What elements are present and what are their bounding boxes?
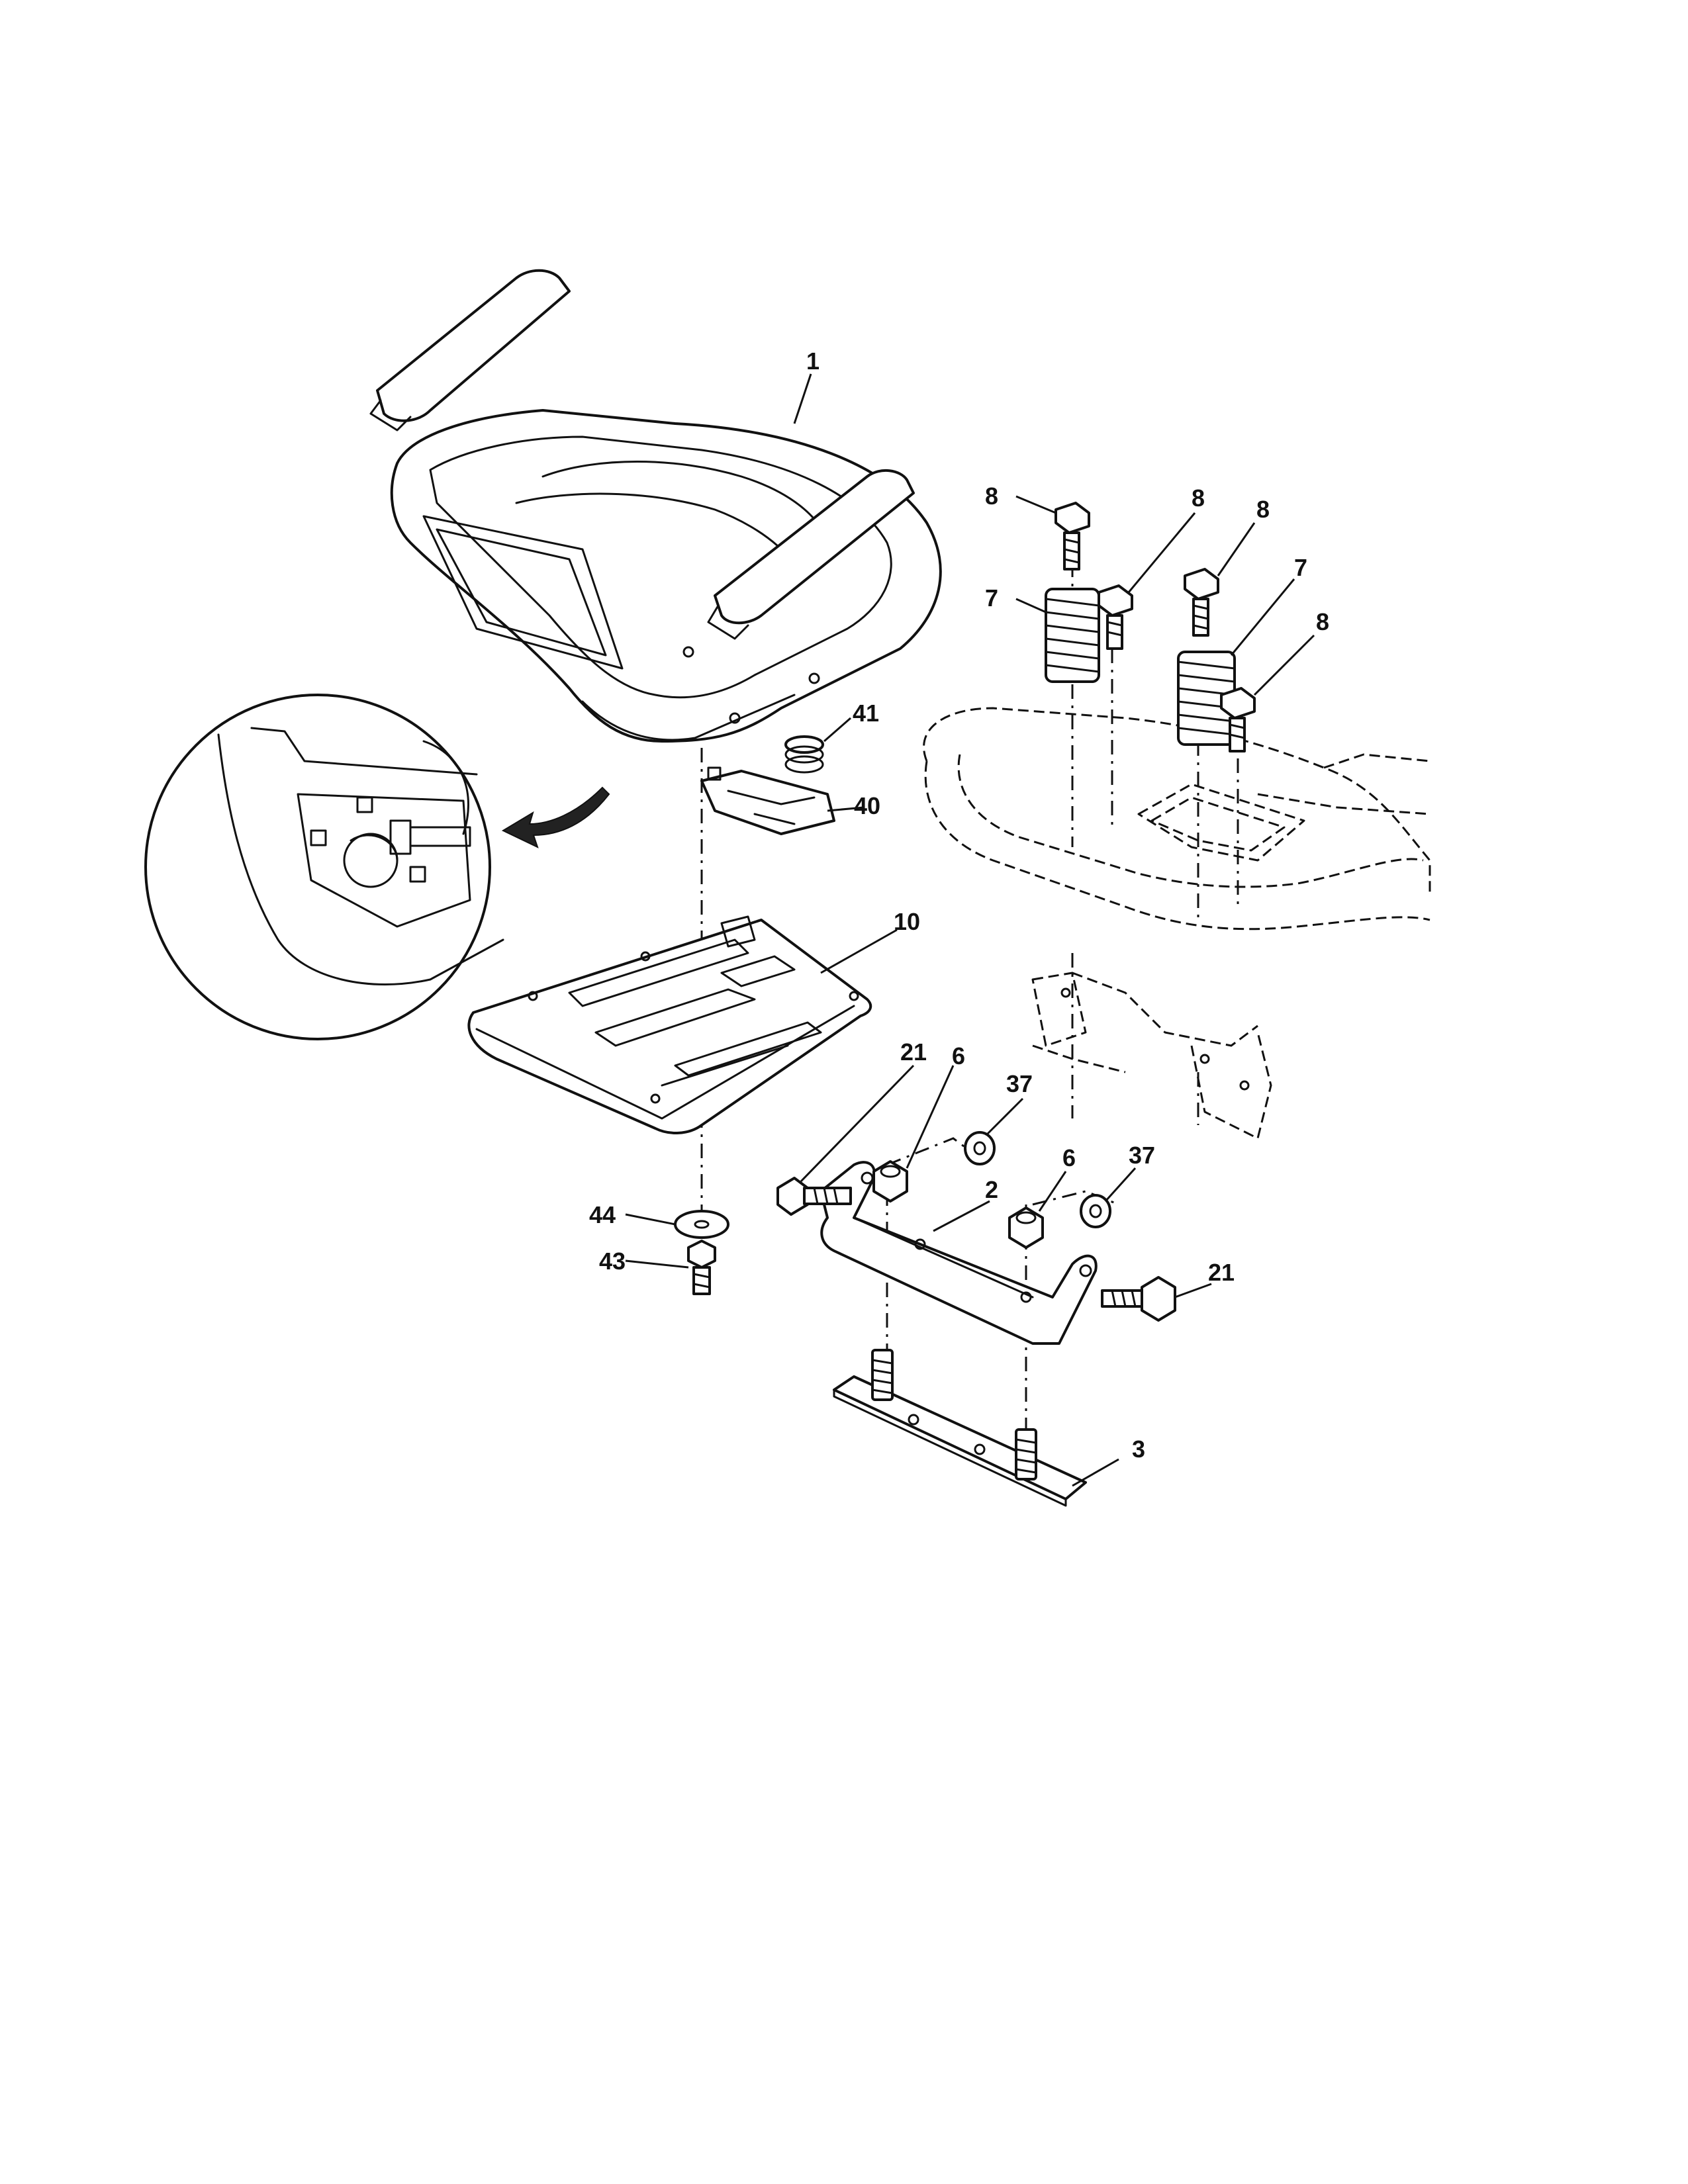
seat (369, 269, 942, 743)
plate-3 (833, 1349, 1087, 1507)
spring-7a (1045, 588, 1100, 683)
callout-3: 3 (1132, 1435, 1145, 1463)
bolt-21b (1101, 1276, 1176, 1322)
bolt-8d (1220, 687, 1256, 752)
callout-6a: 6 (952, 1042, 965, 1069)
callout-labels: 1 8 8 8 8 7 7 41 40 10 21 6 37 6 37 2 21… (589, 347, 1329, 1463)
callout-7b: 7 (1294, 554, 1307, 581)
callout-8b: 8 (1192, 484, 1205, 512)
callout-10: 10 (894, 908, 920, 935)
detail-inset (144, 694, 610, 1040)
spring-41 (784, 735, 824, 774)
callout-37a: 37 (1006, 1070, 1033, 1097)
seat-pan-10 (467, 915, 872, 1134)
callout-8d: 8 (1316, 608, 1329, 635)
callout-37b: 37 (1129, 1142, 1155, 1169)
bolt-8b (1098, 584, 1133, 650)
callout-6b: 6 (1062, 1144, 1076, 1171)
callout-41: 41 (853, 700, 879, 727)
bolt-8a (1055, 502, 1090, 570)
callout-2: 2 (985, 1176, 998, 1203)
leader-lines (625, 373, 1315, 1487)
bolt-43 (687, 1240, 716, 1295)
nut-6a (872, 1160, 908, 1203)
chassis-ghost (923, 707, 1431, 1140)
callout-8c: 8 (1256, 496, 1270, 523)
bolt-8c (1184, 568, 1219, 637)
callout-1: 1 (806, 347, 820, 375)
callout-43: 43 (599, 1248, 626, 1275)
latch-40 (700, 766, 835, 835)
nut-6b (1008, 1206, 1044, 1249)
callout-44: 44 (589, 1201, 616, 1228)
washer-37a (964, 1131, 996, 1165)
washer-37b (1080, 1194, 1111, 1228)
washer-44 (674, 1210, 729, 1239)
bracket-2 (820, 1161, 1098, 1345)
callout-8a: 8 (985, 482, 998, 510)
callout-40: 40 (854, 792, 880, 819)
callout-21a: 21 (900, 1038, 927, 1066)
callout-7a: 7 (985, 584, 998, 612)
callout-21b: 21 (1208, 1259, 1235, 1286)
bolt-21a (776, 1177, 852, 1216)
